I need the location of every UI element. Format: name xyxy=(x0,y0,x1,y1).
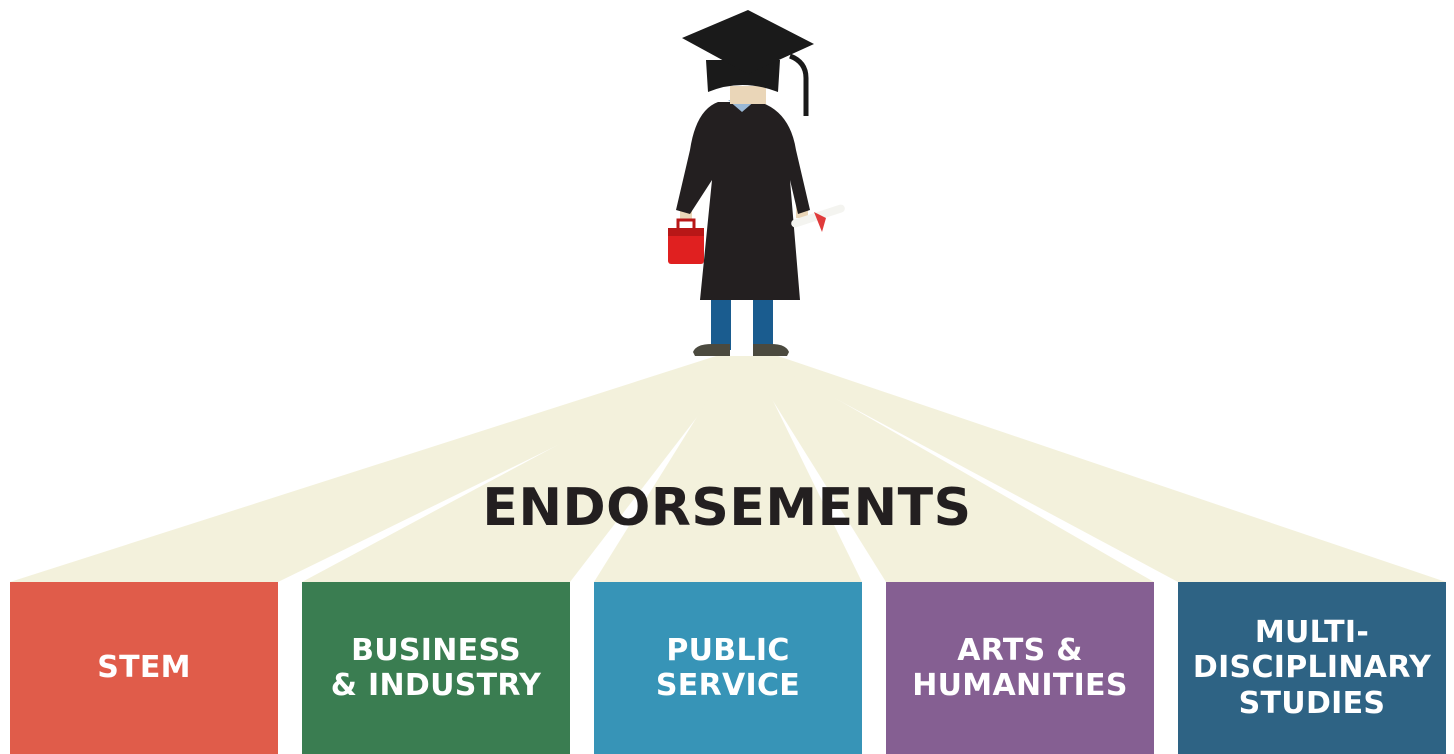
endorsement-label: BUSINESS & INDUSTRY xyxy=(330,632,542,703)
beam-stem xyxy=(10,356,740,582)
endorsement-label: MULTI- DISCIPLINARY STUDIES xyxy=(1192,614,1432,721)
endorsement-stem: STEM xyxy=(10,582,278,754)
beam-business xyxy=(302,356,744,582)
beam-multidisciplinary xyxy=(756,356,1446,582)
endorsement-label: STEM xyxy=(97,650,191,686)
toolbox-icon xyxy=(668,218,704,264)
page-title: ENDORSEMENTS xyxy=(482,478,972,538)
graduate-figure xyxy=(668,10,845,356)
endorsement-public-service: PUBLIC SERVICE xyxy=(594,582,862,754)
beam-public-service xyxy=(594,356,862,582)
endorsement-arts-humanities: ARTS & HUMANITIES xyxy=(886,582,1154,754)
diploma-scroll-icon xyxy=(791,204,845,232)
endorsement-label: ARTS & HUMANITIES xyxy=(912,632,1128,703)
graduation-cap-icon xyxy=(682,10,814,116)
endorsement-multidisciplinary-studies: MULTI- DISCIPLINARY STUDIES xyxy=(1178,582,1446,754)
beam-arts xyxy=(745,356,1154,582)
endorsement-label: PUBLIC SERVICE xyxy=(655,632,801,703)
endorsement-business-industry: BUSINESS & INDUSTRY xyxy=(302,582,570,754)
